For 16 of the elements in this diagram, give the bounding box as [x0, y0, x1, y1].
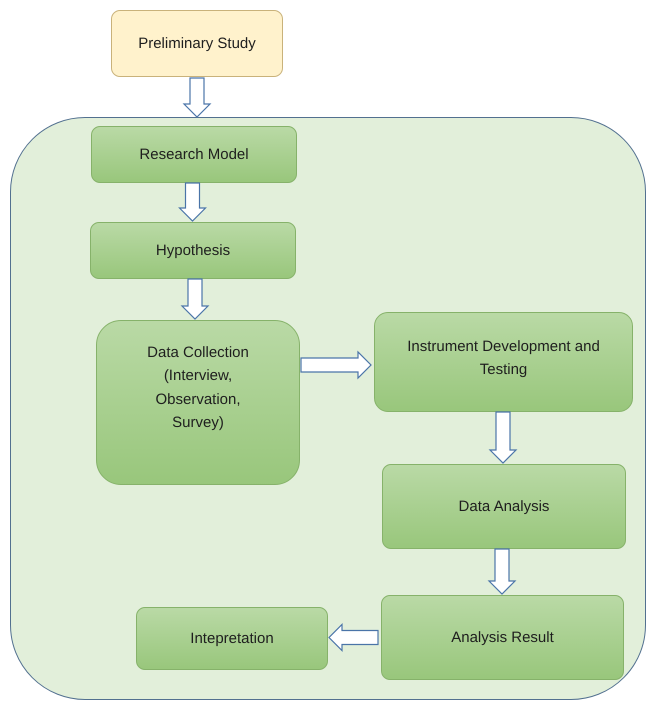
- block-arrow: [300, 350, 372, 380]
- block-arrow: [180, 278, 210, 320]
- block-arrow: [488, 548, 516, 595]
- block-arrow: [178, 182, 207, 222]
- process-box: Instrument Development and Testing: [374, 312, 633, 412]
- process-box: Data Analysis: [382, 464, 626, 549]
- container-panel: [10, 117, 646, 700]
- process-box: Analysis Result: [381, 595, 624, 680]
- process-box: Research Model: [91, 126, 297, 183]
- process-box: Intepretation: [136, 607, 328, 670]
- block-arrow: [488, 411, 518, 464]
- process-box: Hypothesis: [90, 222, 296, 279]
- block-arrow: [328, 623, 379, 652]
- preliminary-box: Preliminary Study: [111, 10, 283, 77]
- block-arrow: [182, 77, 212, 118]
- process-box: Data Collection (Interview, Observation, Survey): [96, 320, 300, 485]
